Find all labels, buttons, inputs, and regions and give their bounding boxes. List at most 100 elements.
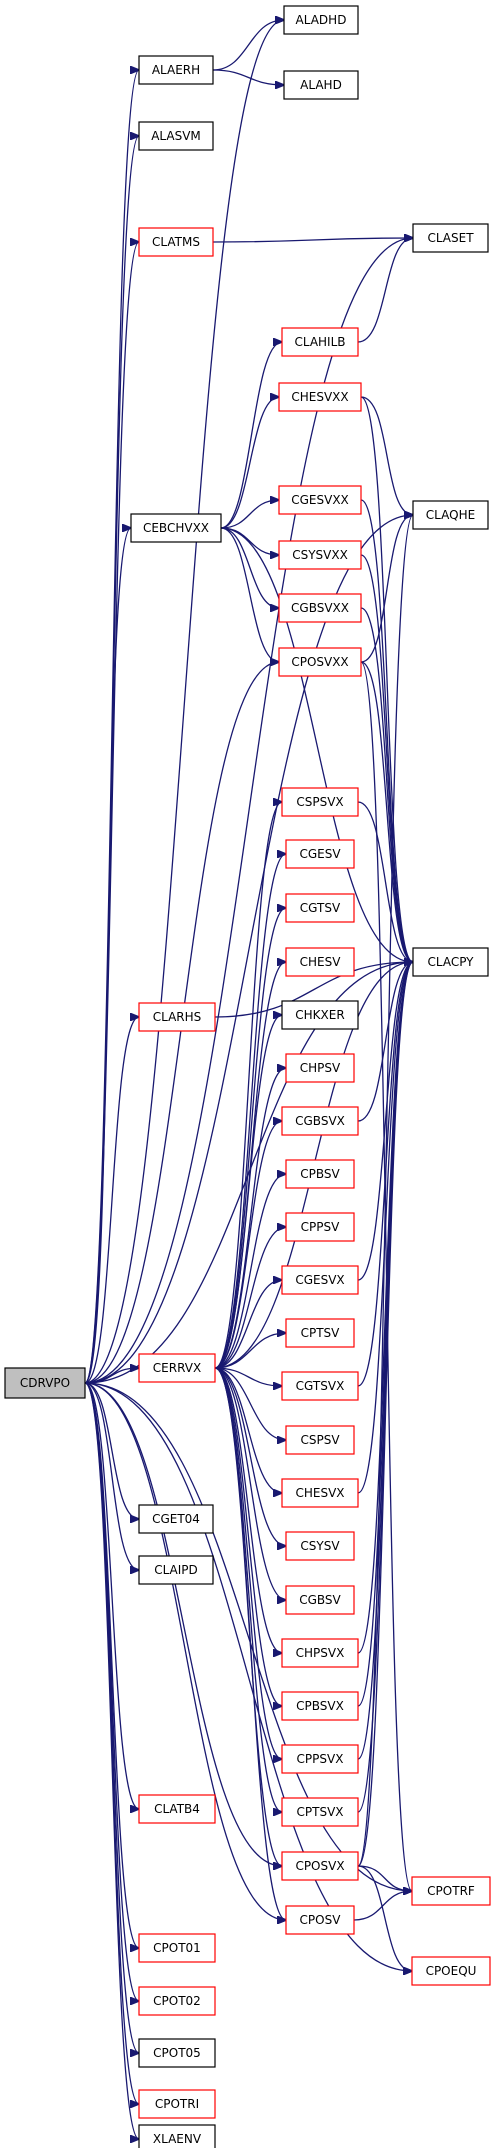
node-box <box>412 223 489 253</box>
node-cposvxx[interactable]: CPOSVXX <box>278 647 362 677</box>
node-cgbsvxx[interactable]: CGBSVXX <box>278 593 362 623</box>
node-cposvx[interactable]: CPOSVX <box>281 1851 359 1881</box>
node-label: CSPSV <box>300 1433 340 1447</box>
node-csysvxx[interactable]: CSYSVXX <box>278 540 362 570</box>
node-cpbsvx[interactable]: CPBSVX <box>281 1691 359 1721</box>
edge-cerrvx-to-chpsvx <box>214 1367 282 1653</box>
node-box <box>285 1585 355 1615</box>
node-chesvx[interactable]: CHESVX <box>281 1478 359 1508</box>
node-cgesvx[interactable]: CGESVX <box>281 1265 359 1295</box>
node-xlaenv[interactable]: XLAENV <box>138 2124 216 2148</box>
node-aladhd[interactable]: ALADHD <box>283 5 359 35</box>
node-box <box>285 1212 355 1242</box>
edge-cpbsvx-to-clacpy <box>357 962 413 1707</box>
node-cpoequ[interactable]: CPOEQU <box>411 1956 491 1986</box>
node-claipd[interactable]: CLAIPD <box>138 1555 214 1585</box>
node-box <box>138 121 214 151</box>
node-cerrvx[interactable]: CERRVX <box>138 1353 216 1383</box>
node-cebchvxx[interactable]: CEBCHVXX <box>130 513 222 543</box>
node-cptsvx[interactable]: CPTSVX <box>281 1797 359 1827</box>
node-csysv[interactable]: CSYSV <box>285 1531 355 1561</box>
node-chpsvx[interactable]: CHPSVX <box>281 1638 359 1668</box>
edge-cposv-to-cpotrf <box>353 1891 412 1921</box>
node-label: CGBSV <box>299 1593 341 1607</box>
node-box <box>278 485 362 515</box>
node-box <box>281 1797 359 1827</box>
node-label: CGBSVXX <box>291 601 349 615</box>
node-cpot02[interactable]: CPOT02 <box>138 1986 216 2016</box>
node-cposv[interactable]: CPOSV <box>285 1905 355 1935</box>
node-clatb4[interactable]: CLATB4 <box>138 1794 216 1824</box>
node-box <box>281 1744 359 1774</box>
edge-cerrvx-to-cppsv <box>214 1227 286 1369</box>
node-box <box>281 327 359 357</box>
node-label: CEBCHVXX <box>143 521 209 535</box>
edge-cgbsvx-to-clacpy <box>357 962 413 1122</box>
node-alasvm[interactable]: ALASVM <box>138 121 214 151</box>
edge-chesvxx-to-clacpy <box>360 396 413 962</box>
node-cgesv[interactable]: CGESV <box>285 839 355 869</box>
node-cgbsv[interactable]: CGBSV <box>285 1585 355 1615</box>
node-label: CPTSVX <box>297 1805 344 1819</box>
edge-cdrvpo-to-cposvx <box>84 1382 282 1866</box>
edge-cdrvpo-to-cebchvxx <box>84 528 131 1384</box>
node-clatms[interactable]: CLATMS <box>138 227 214 257</box>
node-cpotrf[interactable]: CPOTRF <box>411 1876 491 1906</box>
node-cgtsv[interactable]: CGTSV <box>285 893 355 923</box>
node-cptsv[interactable]: CPTSV <box>285 1318 355 1348</box>
edge-cdrvpo-to-clatb4 <box>84 1382 139 1809</box>
node-cppsv[interactable]: CPPSV <box>285 1212 355 1242</box>
edge-clatms-to-claset <box>212 238 413 243</box>
edge-cebchvxx-to-cposvxx <box>220 527 279 662</box>
node-box <box>138 1555 214 1585</box>
node-claset[interactable]: CLASET <box>412 223 489 253</box>
edge-cdrvpo-to-claqhe <box>84 515 413 1384</box>
edge-cdrvpo-to-xlaenv <box>84 1382 139 2139</box>
node-label: CPOEQU <box>426 1964 477 1978</box>
edge-cebchvxx-to-csysvxx <box>220 527 279 555</box>
node-chkxer[interactable]: CHKXER <box>281 1000 359 1030</box>
node-clarhs[interactable]: CLARHS <box>138 1002 216 1032</box>
node-chpsv[interactable]: CHPSV <box>285 1053 355 1083</box>
node-alahd[interactable]: ALAHD <box>283 70 359 100</box>
node-chesvxx[interactable]: CHESVXX <box>278 382 362 412</box>
node-cpotri[interactable]: CPOTRI <box>138 2089 216 2119</box>
node-claqhe[interactable]: CLAQHE <box>412 500 489 530</box>
node-alaerh[interactable]: ALAERH <box>138 55 214 85</box>
edge-cerrvx-to-cppsvx <box>214 1367 282 1759</box>
node-cdrvpo[interactable]: CDRVPO <box>4 1367 86 1399</box>
node-cgbsvx[interactable]: CGBSVX <box>281 1106 359 1136</box>
node-box <box>138 2089 216 2119</box>
node-box <box>285 947 355 977</box>
edge-cebchvxx-to-chesvxx <box>220 397 279 529</box>
node-chesv[interactable]: CHESV <box>285 947 355 977</box>
edge-cebchvxx-to-clahilb <box>220 342 282 529</box>
edge-cppsvx-to-clacpy <box>357 962 413 1760</box>
node-clahilb[interactable]: CLAHILB <box>281 327 359 357</box>
node-cpot01[interactable]: CPOT01 <box>138 1933 216 1963</box>
node-cgesvxx[interactable]: CGESVXX <box>278 485 362 515</box>
edge-cdrvpo-to-clatms <box>84 242 139 1384</box>
node-label: CSYSVXX <box>292 548 348 562</box>
edge-cerrvx-to-chkxer <box>214 1015 282 1369</box>
node-cspsvx[interactable]: CSPSVX <box>281 787 359 817</box>
node-cspsv[interactable]: CSPSV <box>285 1425 355 1455</box>
node-box <box>138 1933 216 1963</box>
edge-cerrvx-to-cpbsvx <box>214 1367 282 1706</box>
edge-cspsvx-to-clacpy <box>357 801 413 962</box>
node-cppsvx[interactable]: CPPSVX <box>281 1744 359 1774</box>
edge-cerrvx-to-cposv <box>214 1367 286 1920</box>
edge-cgesvx-to-clacpy <box>357 962 413 1281</box>
node-cpot05[interactable]: CPOT05 <box>138 2038 216 2068</box>
node-box <box>285 1425 355 1455</box>
node-cpbsv[interactable]: CPBSV <box>285 1159 355 1189</box>
node-clacpy[interactable]: CLACPY <box>412 947 489 977</box>
node-box <box>285 1053 355 1083</box>
node-label: CLASET <box>427 231 474 245</box>
node-box <box>281 1106 359 1136</box>
edge-cerrvx-to-cgbsv <box>214 1367 286 1600</box>
node-label: CLATMS <box>152 235 200 249</box>
node-cget04[interactable]: CGET04 <box>138 1504 214 1534</box>
node-cgtsvx[interactable]: CGTSVX <box>281 1371 359 1401</box>
node-label: CGTSV <box>300 901 341 915</box>
